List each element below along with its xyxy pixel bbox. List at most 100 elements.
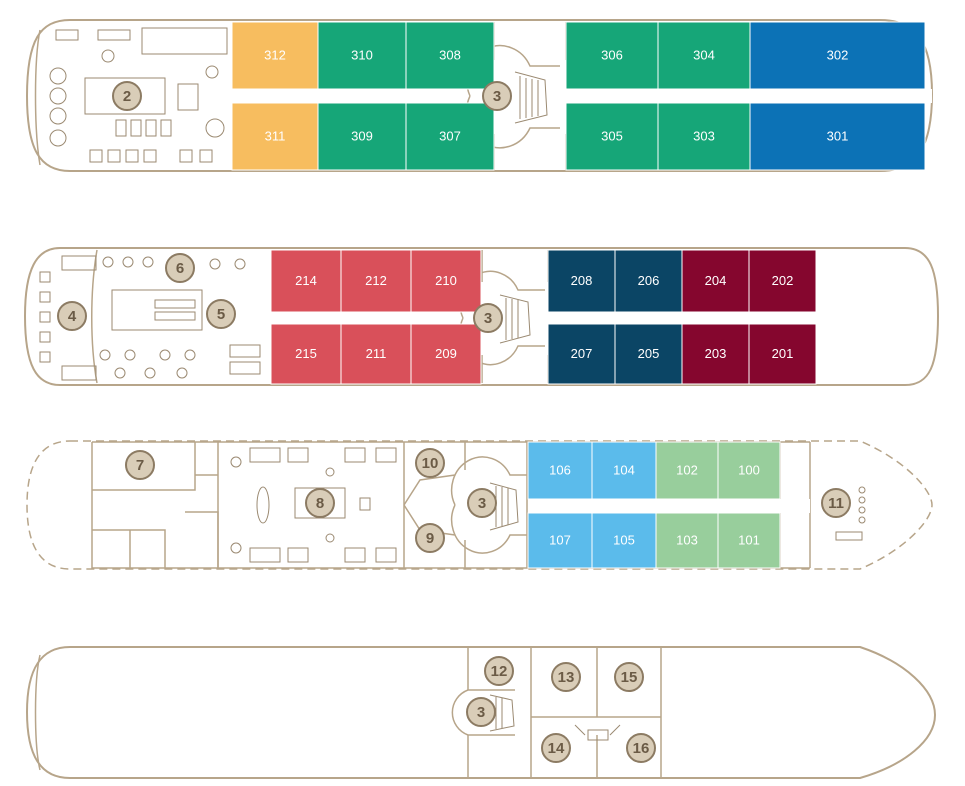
cabin-206[interactable]: 206 <box>614 249 683 313</box>
deck-2-staircase <box>499 294 531 344</box>
area-marker-7[interactable]: 7 <box>125 450 155 480</box>
cabin-107[interactable]: 107 <box>527 512 593 569</box>
cabin-311[interactable]: 311 <box>231 102 319 171</box>
cabin-212-label: 212 <box>365 273 387 288</box>
cabin-103-label: 103 <box>676 533 698 548</box>
cabin-301[interactable]: 301 <box>749 102 926 171</box>
cabin-203-fill <box>681 323 750 385</box>
cabin-306[interactable]: 306 <box>565 21 659 90</box>
cabin-203[interactable]: 203 <box>681 323 750 385</box>
cabin-201[interactable]: 201 <box>748 323 817 385</box>
cabin-303[interactable]: 303 <box>657 102 751 171</box>
cabin-208-fill <box>547 249 616 313</box>
cabin-309-fill <box>317 102 407 171</box>
deck-2-stair-lobby-walls <box>481 250 549 383</box>
cabin-205-fill <box>614 323 683 385</box>
cabin-205[interactable]: 205 <box>614 323 683 385</box>
cabin-303-label: 303 <box>693 129 715 144</box>
cabin-311-fill <box>231 102 319 171</box>
cabin-207[interactable]: 207 <box>547 323 616 385</box>
area-marker-12[interactable]: 12 <box>484 656 514 686</box>
cabin-106[interactable]: 106 <box>527 441 593 500</box>
area-marker-3[interactable]: 3 <box>482 81 512 111</box>
cabin-307[interactable]: 307 <box>405 102 495 171</box>
cabin-209[interactable]: 209 <box>410 323 482 385</box>
cabin-103[interactable]: 103 <box>655 512 719 569</box>
area-marker-13[interactable]: 13 <box>551 662 581 692</box>
cabin-211[interactable]: 211 <box>340 323 412 385</box>
cabin-208-label: 208 <box>571 273 593 288</box>
area-marker-3[interactable]: 3 <box>467 488 497 518</box>
cabin-100-label: 100 <box>738 463 760 478</box>
area-marker-9-label: 9 <box>426 530 434 547</box>
area-marker-14-circle <box>541 733 571 763</box>
cabin-204[interactable]: 204 <box>681 249 750 313</box>
area-marker-2[interactable]: 2 <box>112 81 142 111</box>
area-marker-14[interactable]: 14 <box>541 733 571 763</box>
cabin-302[interactable]: 302 <box>749 21 926 90</box>
area-marker-6[interactable]: 6 <box>165 253 195 283</box>
cabin-101[interactable]: 101 <box>717 512 781 569</box>
cabin-212[interactable]: 212 <box>340 249 412 313</box>
area-marker-3-circle <box>482 81 512 111</box>
area-marker-15[interactable]: 15 <box>614 662 644 692</box>
cabin-306-label: 306 <box>601 48 623 63</box>
area-marker-10[interactable]: 10 <box>415 448 445 478</box>
cabin-106-label: 106 <box>549 463 571 478</box>
cabin-305-label: 305 <box>601 129 623 144</box>
lower-deck-center-fixture <box>574 724 621 741</box>
cabin-104[interactable]: 104 <box>591 441 657 500</box>
area-marker-3-label: 3 <box>493 88 501 105</box>
cabin-204-label: 204 <box>705 273 727 288</box>
area-marker-9[interactable]: 9 <box>415 523 445 553</box>
cabin-202[interactable]: 202 <box>748 249 817 313</box>
deck-3-lounge-furniture <box>49 27 228 163</box>
cabin-305[interactable]: 305 <box>565 102 659 171</box>
cabin-214[interactable]: 214 <box>270 249 342 313</box>
cabin-309[interactable]: 309 <box>317 102 407 171</box>
cabin-308[interactable]: 308 <box>405 21 495 90</box>
cabin-215-label: 215 <box>295 346 317 361</box>
cabin-201-label: 201 <box>772 346 794 361</box>
deck-1-hull-dashed <box>26 440 933 570</box>
cabin-100[interactable]: 100 <box>717 441 781 500</box>
area-marker-3[interactable]: 3 <box>466 697 496 727</box>
cabin-312[interactable]: 312 <box>231 21 319 90</box>
cabin-305-fill <box>565 102 659 171</box>
cabin-209-fill <box>410 323 482 385</box>
cabin-102[interactable]: 102 <box>655 441 719 500</box>
area-marker-11-circle <box>821 488 851 518</box>
cabin-209-label: 209 <box>435 346 457 361</box>
area-marker-16[interactable]: 16 <box>626 733 656 763</box>
cabin-307-fill <box>405 102 495 171</box>
area-marker-4[interactable]: 4 <box>57 301 87 331</box>
area-marker-16-circle <box>626 733 656 763</box>
cabin-207-fill <box>547 323 616 385</box>
area-marker-7-circle <box>125 450 155 480</box>
area-marker-5[interactable]: 5 <box>206 299 236 329</box>
area-marker-8[interactable]: 8 <box>305 488 335 518</box>
deck-1-bow-furniture <box>835 486 866 541</box>
cabin-308-fill <box>405 21 495 90</box>
area-marker-6-circle <box>165 253 195 283</box>
cabin-214-fill <box>270 249 342 313</box>
cabin-105-fill <box>591 512 657 569</box>
cabin-310[interactable]: 310 <box>317 21 407 90</box>
cabin-107-label: 107 <box>549 533 571 548</box>
cabin-105[interactable]: 105 <box>591 512 657 569</box>
area-marker-3-circle <box>466 697 496 727</box>
cabin-307-label: 307 <box>439 129 461 144</box>
cabin-214-label: 214 <box>295 273 317 288</box>
area-marker-15-label: 15 <box>621 669 638 686</box>
area-marker-11[interactable]: 11 <box>821 488 851 518</box>
cabin-210[interactable]: 210 <box>410 249 482 313</box>
deck-2-lounge-wall <box>91 249 98 384</box>
cabin-212-fill <box>340 249 412 313</box>
cabin-208[interactable]: 208 <box>547 249 616 313</box>
deck-1-stair-lobby-walls <box>464 442 528 568</box>
area-marker-3[interactable]: 3 <box>473 303 503 333</box>
area-marker-12-circle <box>484 656 514 686</box>
cabin-210-fill <box>410 249 482 313</box>
cabin-304[interactable]: 304 <box>657 21 751 90</box>
cabin-215[interactable]: 215 <box>270 323 342 385</box>
